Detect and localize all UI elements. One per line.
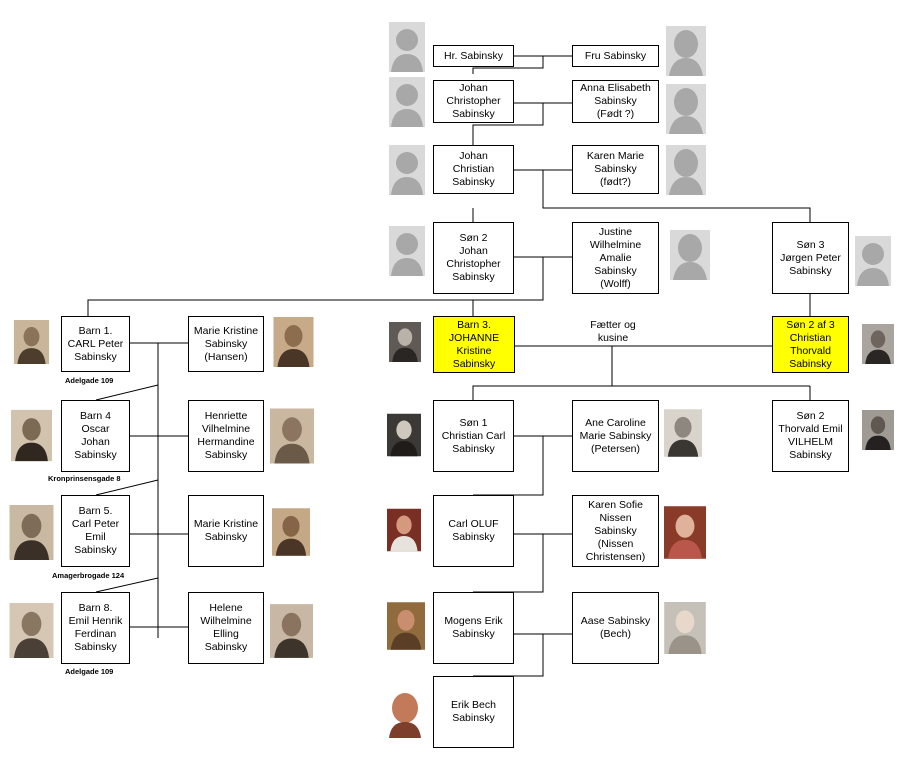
silhouette-female-icon — [666, 84, 706, 134]
silhouette-female-icon — [666, 145, 706, 195]
portrait-photo-icon — [664, 602, 706, 654]
silhouette-female-icon — [670, 230, 710, 280]
person-marie-kristine-hansen: Marie Kristine Sabinsky (Hansen) — [188, 316, 264, 372]
person-hr-sabinsky: Hr. Sabinsky — [433, 45, 514, 67]
address-barn8: Adelgade 109 — [65, 667, 114, 676]
person-fru-sabinsky: Fru Sabinsky — [572, 45, 659, 67]
portrait-photo-icon — [387, 598, 425, 654]
portrait-photo-icon — [11, 408, 52, 463]
portrait-photo-icon — [385, 687, 425, 739]
portrait-photo-icon — [389, 320, 421, 364]
person-barn8-emil-henrik: Barn 8. Emil Henrik Ferdinan Sabinsky — [61, 592, 130, 664]
address-barn1: Adelgade 109 — [65, 376, 114, 385]
silhouette-male-icon — [855, 236, 891, 286]
person-johan-christian: Johan Christian Sabinsky — [433, 145, 514, 194]
silhouette-male-icon — [389, 22, 425, 72]
portrait-photo-icon — [862, 408, 894, 452]
person-johan-christopher: Johan Christopher Sabinsky — [433, 80, 514, 123]
person-barn4-oscar: Barn 4 Oscar Johan Sabinsky — [61, 400, 130, 472]
address-barn5: Amagerbrogade 124 — [52, 571, 125, 580]
silhouette-female-icon — [666, 26, 706, 76]
person-barn3-johanne: Barn 3. JOHANNE Kristine Sabinsky — [433, 316, 515, 373]
person-son2-johan-christopher: Søn 2 Johan Christopher Sabinsky — [433, 222, 514, 294]
person-son2-thorvald-emil: Søn 2 Thorvald Emil VILHELM Sabinsky — [772, 400, 849, 472]
portrait-photo-icon — [270, 604, 313, 658]
person-marie-kristine: Marie Kristine Sabinsky — [188, 495, 264, 567]
person-barn5-carl-peter-emil: Barn 5. Carl Peter Emil Sabinsky — [61, 495, 130, 567]
portrait-photo-icon — [272, 506, 310, 558]
portrait-photo-icon — [664, 505, 706, 560]
person-mogens-erik: Mogens Erik Sabinsky — [433, 592, 514, 664]
portrait-photo-icon — [9, 505, 54, 560]
portrait-photo-icon — [11, 320, 52, 364]
person-anna-elisabeth: Anna Elisabeth Sabinsky (Født ?) — [572, 80, 659, 123]
portrait-photo-icon — [862, 322, 894, 366]
person-helene: Helene Wilhelmine Elling Sabinsky — [188, 592, 264, 664]
portrait-photo-icon — [664, 408, 702, 458]
person-barn1-carl-peter: Barn 1. CARL Peter Sabinsky — [61, 316, 130, 372]
silhouette-male-icon — [389, 145, 425, 195]
person-carl-oluf: Carl OLUF Sabinsky — [433, 495, 514, 567]
portrait-photo-icon — [270, 317, 317, 367]
portrait-photo-icon — [387, 505, 421, 555]
person-son3-jorgen-peter: Søn 3 Jørgen Peter Sabinsky — [772, 222, 849, 294]
silhouette-male-icon — [389, 226, 425, 276]
portrait-photo-icon — [270, 406, 314, 466]
person-karen-sofie: Karen Sofie Nissen Sabinsky (Nissen Chri… — [572, 495, 659, 567]
person-son2af3-christian-thorvald: Søn 2 af 3 Christian Thorvald Sabinsky — [772, 316, 849, 373]
person-ane-caroline: Ane Caroline Marie Sabinsky (Petersen) — [572, 400, 659, 472]
person-justine: Justine Wilhelmine Amalie Sabinsky (Wolf… — [572, 222, 659, 294]
silhouette-male-icon — [389, 77, 425, 127]
person-son1-christian-carl: Søn 1 Christian Carl Sabinsky — [433, 400, 514, 472]
person-aase: Aase Sabinsky (Bech) — [572, 592, 659, 664]
portrait-photo-icon — [387, 412, 421, 458]
person-erik-bech: Erik Bech Sabinsky — [433, 676, 514, 748]
person-karen-marie: Karen Marie Sabinsky (født?) — [572, 145, 659, 194]
address-barn4: Kronprinsensgade 8 — [48, 474, 121, 483]
portrait-photo-icon — [9, 603, 54, 658]
person-henriette: Henriette Vilhelmine Hermandine Sabinsky — [188, 400, 264, 472]
cousins-label: Fætter og kusine — [590, 319, 636, 344]
